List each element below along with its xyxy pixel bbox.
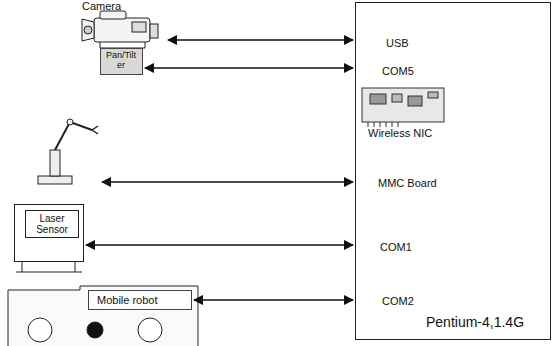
link-arrow xyxy=(145,67,353,69)
port-label: Pentium-4,1.4G xyxy=(426,315,524,330)
camera-node: CameraPan/Tilt er xyxy=(78,0,166,78)
port-label: MMC Board xyxy=(378,177,437,189)
node-label: Mobile robot xyxy=(97,294,158,306)
robot-arm xyxy=(38,119,98,184)
link-arrow xyxy=(168,39,353,41)
laser-sensor-body xyxy=(16,262,82,272)
port-label: USB xyxy=(386,37,409,49)
port-label: COM5 xyxy=(382,65,414,77)
arm-link xyxy=(102,181,353,183)
camera-drawing xyxy=(82,11,158,48)
node-label: Laser Sensor xyxy=(25,210,79,238)
port-label: COM2 xyxy=(382,295,414,307)
nic-card xyxy=(362,88,444,127)
port-label: COM1 xyxy=(380,241,412,253)
pan-tilter-box: Pan/Tilt er xyxy=(100,48,143,75)
link-arrow xyxy=(86,244,353,246)
link-arrow xyxy=(194,299,353,301)
computer-box: USB COM5Wireless NIC MMC BoardCOM1COM2Pent… xyxy=(355,2,551,340)
node-label: Pan/Tilt er xyxy=(103,51,139,71)
laser-sensor-box: Laser Sensor xyxy=(14,204,84,262)
node-label: Camera xyxy=(82,0,121,12)
mobile-robot-body xyxy=(8,286,198,346)
port-label: Wireless NIC xyxy=(368,127,432,139)
mobile-robot-box: Mobile robot xyxy=(88,290,192,310)
